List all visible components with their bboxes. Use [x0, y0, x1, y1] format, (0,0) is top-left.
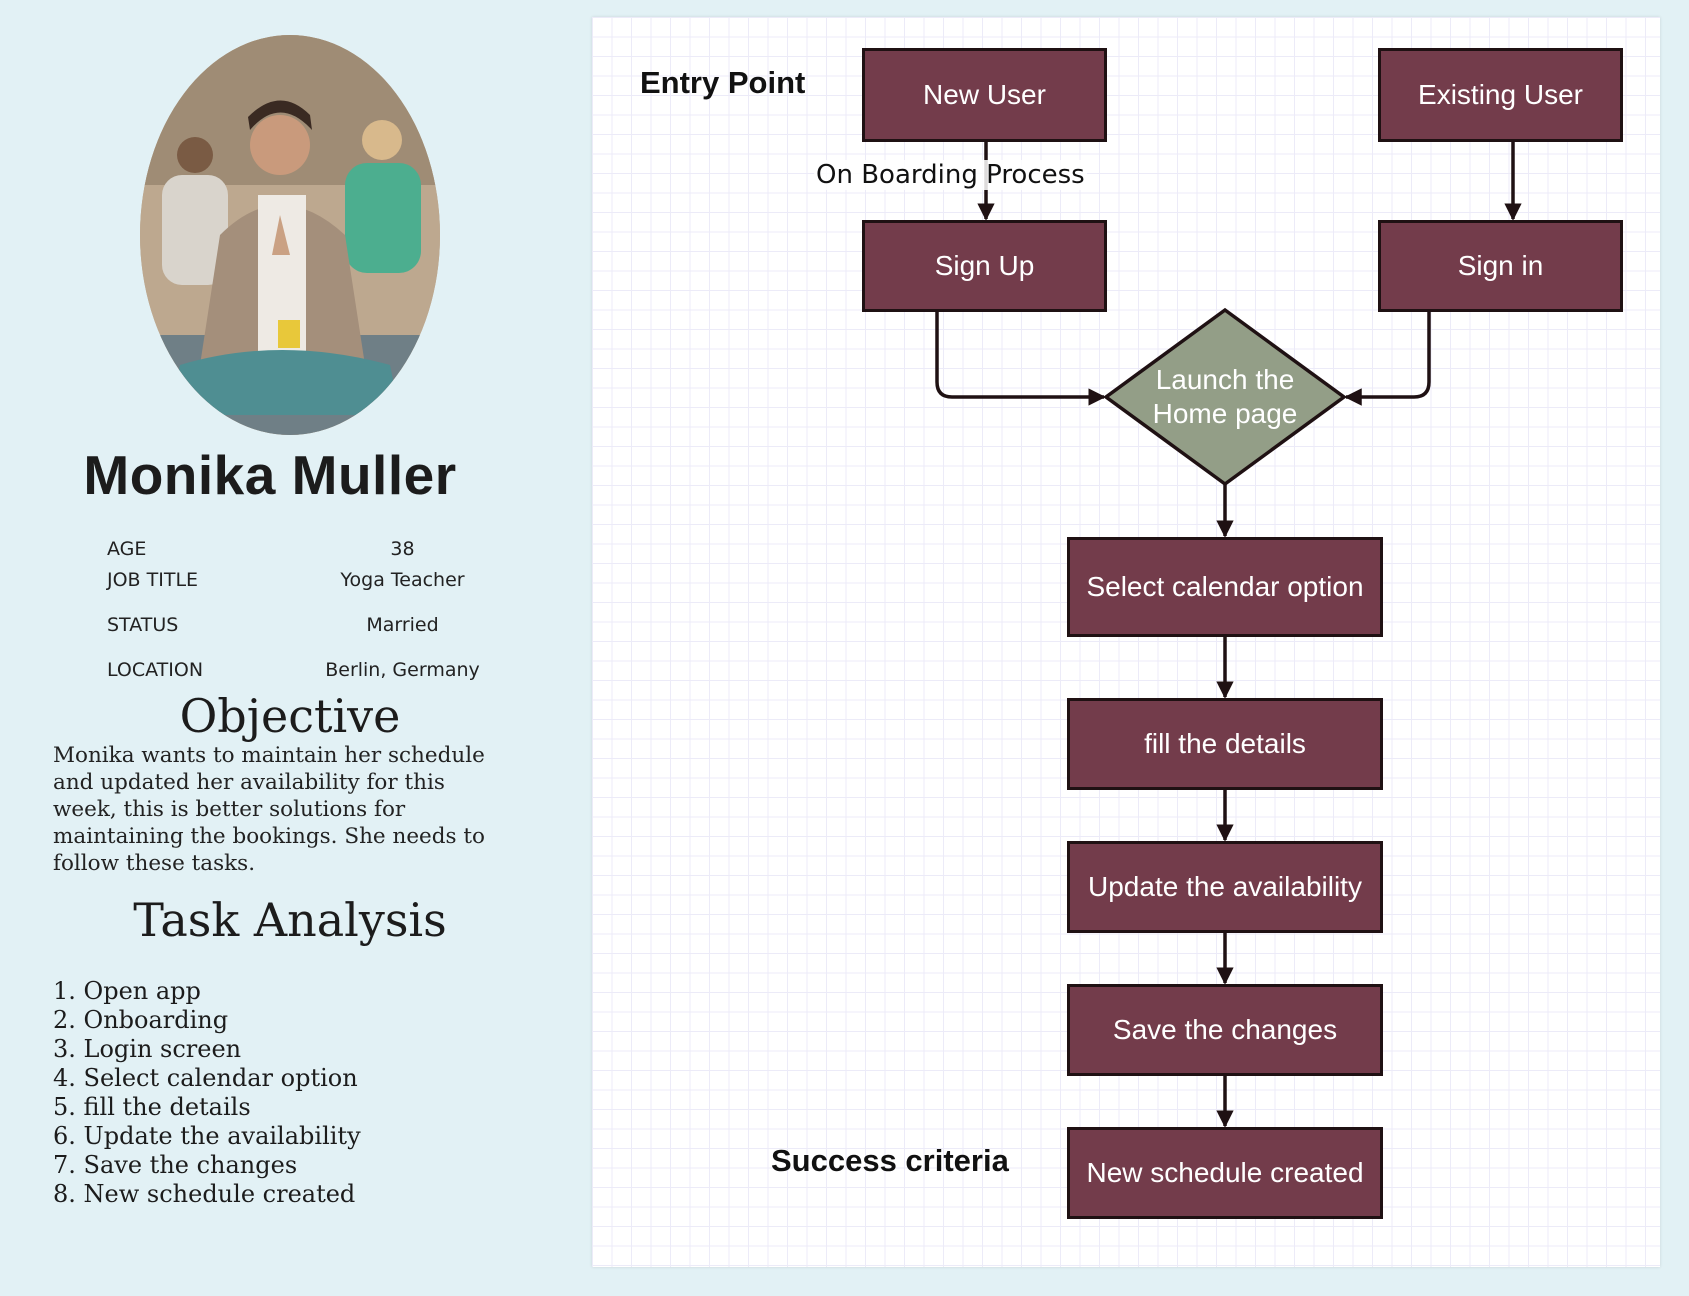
- location-label: LOCATION: [107, 659, 204, 681]
- fill-details-node: fill the details: [1067, 698, 1383, 790]
- task-item: 3. Login screen: [53, 1035, 242, 1063]
- select-calendar-node: Select calendar option: [1067, 537, 1383, 637]
- new-schedule-node: New schedule created: [1067, 1127, 1383, 1219]
- launch-home-diamond: [1103, 307, 1347, 487]
- task-item: 2. Onboarding: [53, 1006, 229, 1034]
- location-value: Berlin, Germany: [325, 659, 480, 681]
- new-user-node: New User: [862, 48, 1107, 142]
- persona-photo: [140, 35, 440, 435]
- connector-signup-launch: [935, 312, 1106, 406]
- status-value: Married: [366, 614, 439, 636]
- job-title-value: Yoga Teacher: [340, 569, 465, 591]
- persona-photo-yoga-icon: [140, 35, 440, 435]
- launch-home-label: Launch the Home page: [1152, 364, 1298, 429]
- sign-up-node: Sign Up: [862, 220, 1107, 312]
- job-title-label: JOB TITLE: [107, 569, 199, 591]
- task-list: 1. Open app 2. Onboarding 3. Login scree…: [53, 977, 361, 1209]
- existing-user-node: Existing User: [1378, 48, 1623, 142]
- flowchart-connectors: [935, 142, 1522, 1128]
- status-label: STATUS: [107, 614, 179, 636]
- entry-point-label: Entry Point: [640, 65, 806, 100]
- update-availability-node: Update the availability: [1067, 841, 1383, 933]
- onboarding-process-label: On Boarding Process: [814, 160, 1087, 190]
- task-item: 7. Save the changes: [53, 1151, 298, 1179]
- age-label: AGE: [107, 538, 147, 560]
- success-criteria-label: Success criteria: [771, 1143, 1009, 1178]
- age-value: 38: [390, 538, 415, 560]
- task-item: 5. fill the details: [53, 1093, 251, 1121]
- save-changes-node: Save the changes: [1067, 984, 1383, 1076]
- connector-signin-launch: [1344, 312, 1431, 406]
- persona-name: Monika Muller: [83, 444, 457, 506]
- objective-text: Monika wants to maintain her schedule an…: [53, 743, 485, 876]
- task-item: 6. Update the availability: [53, 1122, 361, 1150]
- sign-in-node: Sign in: [1378, 220, 1623, 312]
- objective-title: Objective: [179, 689, 401, 743]
- task-item: 8. New schedule created: [53, 1180, 356, 1208]
- task-analysis-title: Task Analysis: [133, 893, 447, 947]
- task-item: 1. Open app: [53, 977, 201, 1005]
- flowchart-panel: Entry Point Success criteria New User Ex…: [592, 17, 1660, 1267]
- task-item: 4. Select calendar option: [53, 1064, 358, 1092]
